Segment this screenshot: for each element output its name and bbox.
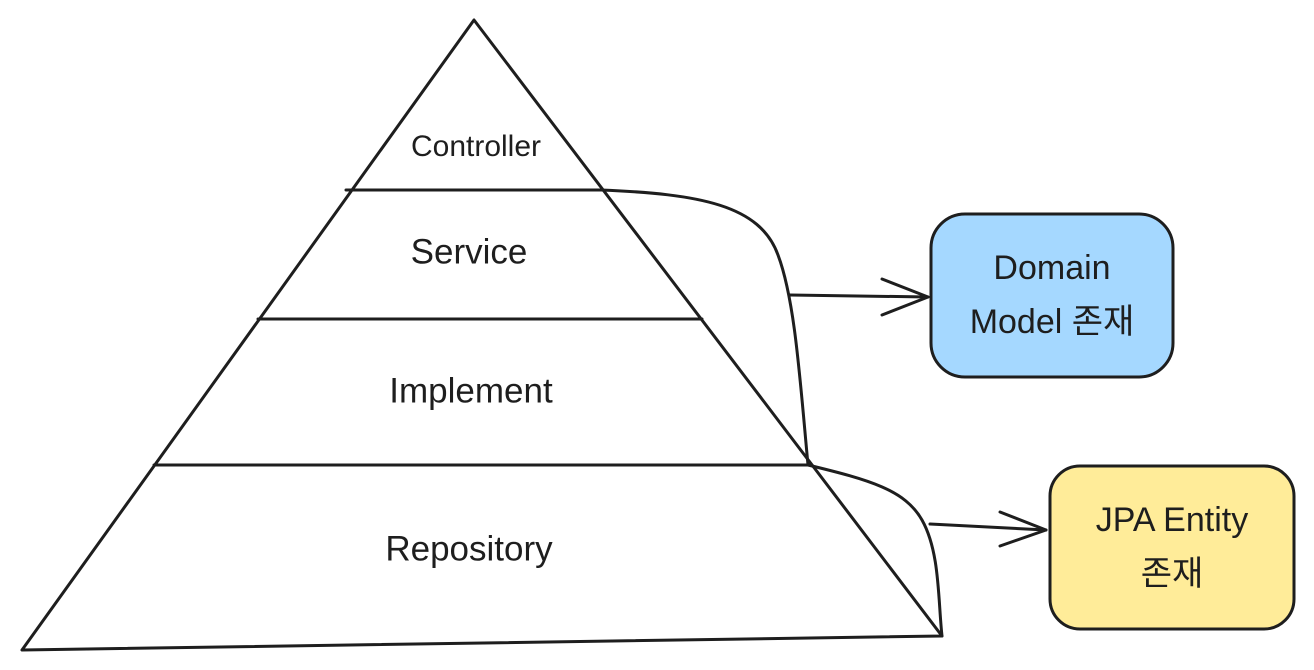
layer-label-service: Service [411,232,528,271]
layer-label-implement: Implement [389,371,553,410]
jpa-entity-box: JPA Entity 존재 [1048,464,1296,631]
arrow-to-domain-model-shaft [788,293,930,299]
bracket-service-implement [599,188,810,467]
jpa-entity-line-2: 존재 [1141,555,1204,593]
bracket-repository [806,463,944,638]
layer-label-repository: Repository [385,529,553,568]
domain-model-box: Domain Model 존재 [929,212,1175,379]
pyramid-outline [20,18,944,652]
arrow-to-jpa-entity-head [998,510,1048,548]
domain-model-line-2: Model 존재 [970,303,1135,341]
layer-label-controller: Controller [411,130,541,163]
arrow-to-domain-model-head [880,277,930,317]
jpa-entity-line-1: JPA Entity [1096,501,1248,539]
arrow-to-jpa-entity-shaft [928,522,1048,532]
domain-model-line-1: Domain [993,249,1110,287]
